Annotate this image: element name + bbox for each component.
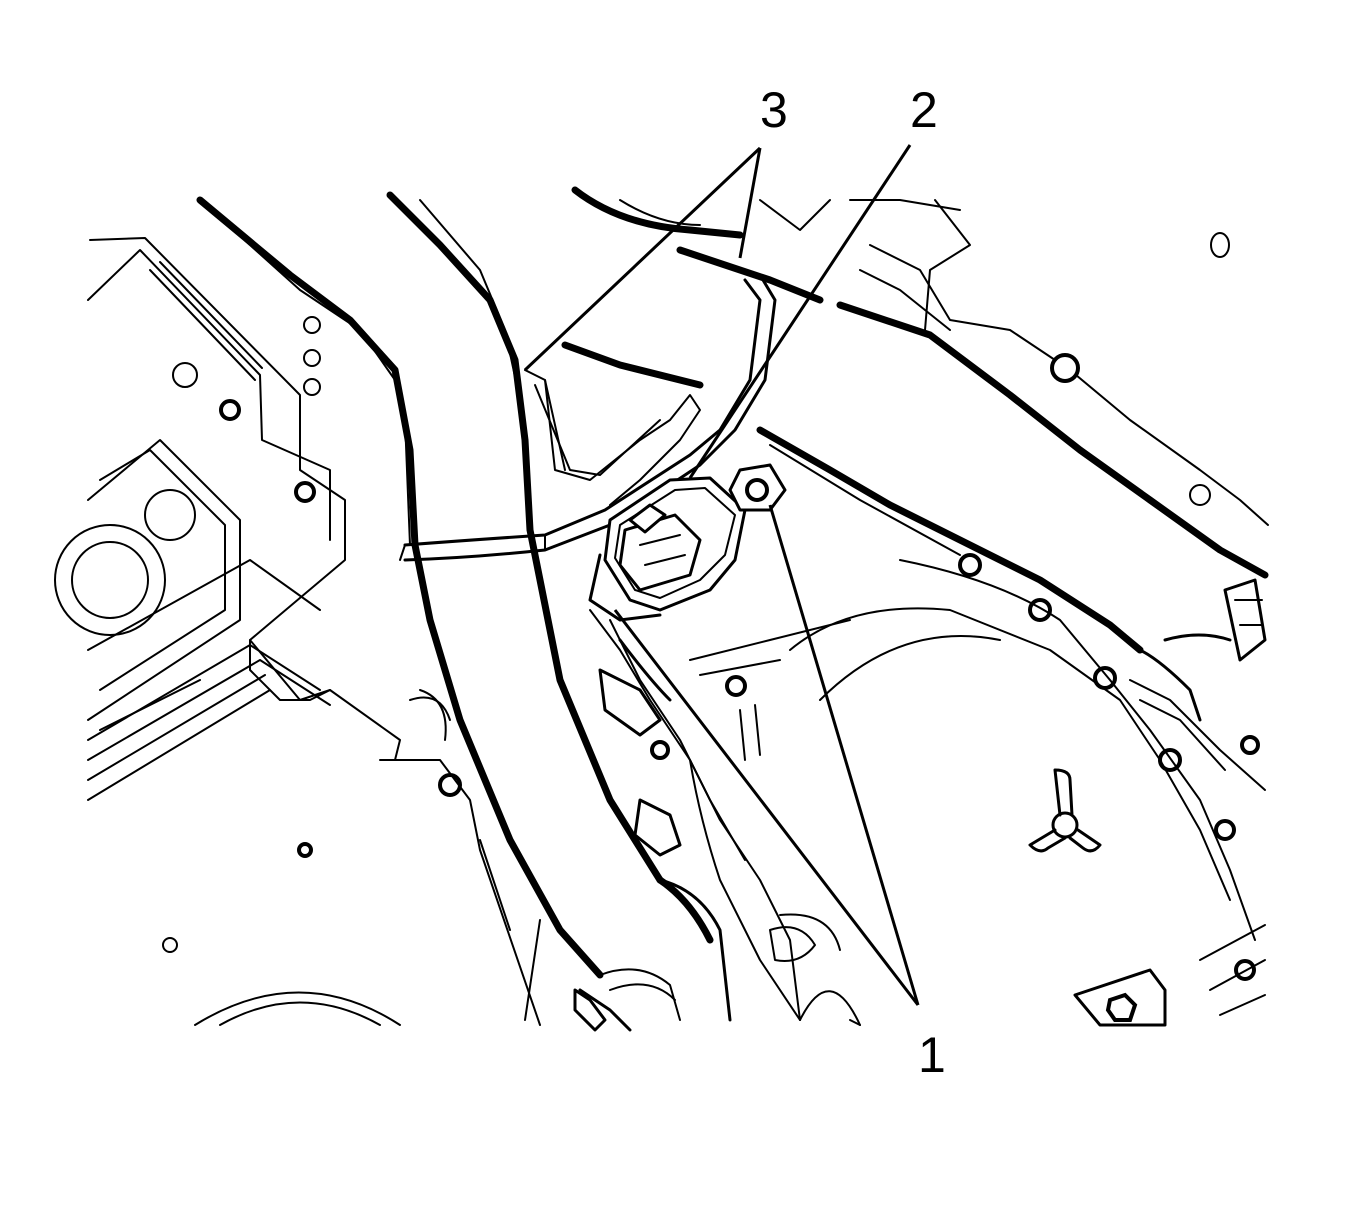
callout-3-label: 3	[760, 82, 788, 138]
right-harness-conduit	[756, 426, 1267, 981]
crossmember	[561, 186, 1269, 579]
lower-right-floor	[789, 607, 1266, 1027]
mounting-nut	[728, 463, 787, 512]
vertical-harness-conduit	[386, 191, 732, 1032]
callout-1-label: 1	[918, 1027, 946, 1083]
left-floor-panel	[54, 196, 419, 801]
lower-center-structure	[573, 609, 851, 1032]
center-bracket	[399, 273, 777, 562]
callout-leaders	[523, 144, 920, 1006]
lower-floor-area	[162, 689, 541, 1026]
leader-3b	[738, 147, 762, 259]
leader-2	[688, 144, 912, 479]
callout-2-label: 2	[910, 82, 938, 138]
leader-3a	[523, 146, 762, 372]
leader-1a	[768, 504, 920, 1006]
electrical-connector	[588, 476, 747, 622]
leader-1b	[613, 609, 920, 1006]
